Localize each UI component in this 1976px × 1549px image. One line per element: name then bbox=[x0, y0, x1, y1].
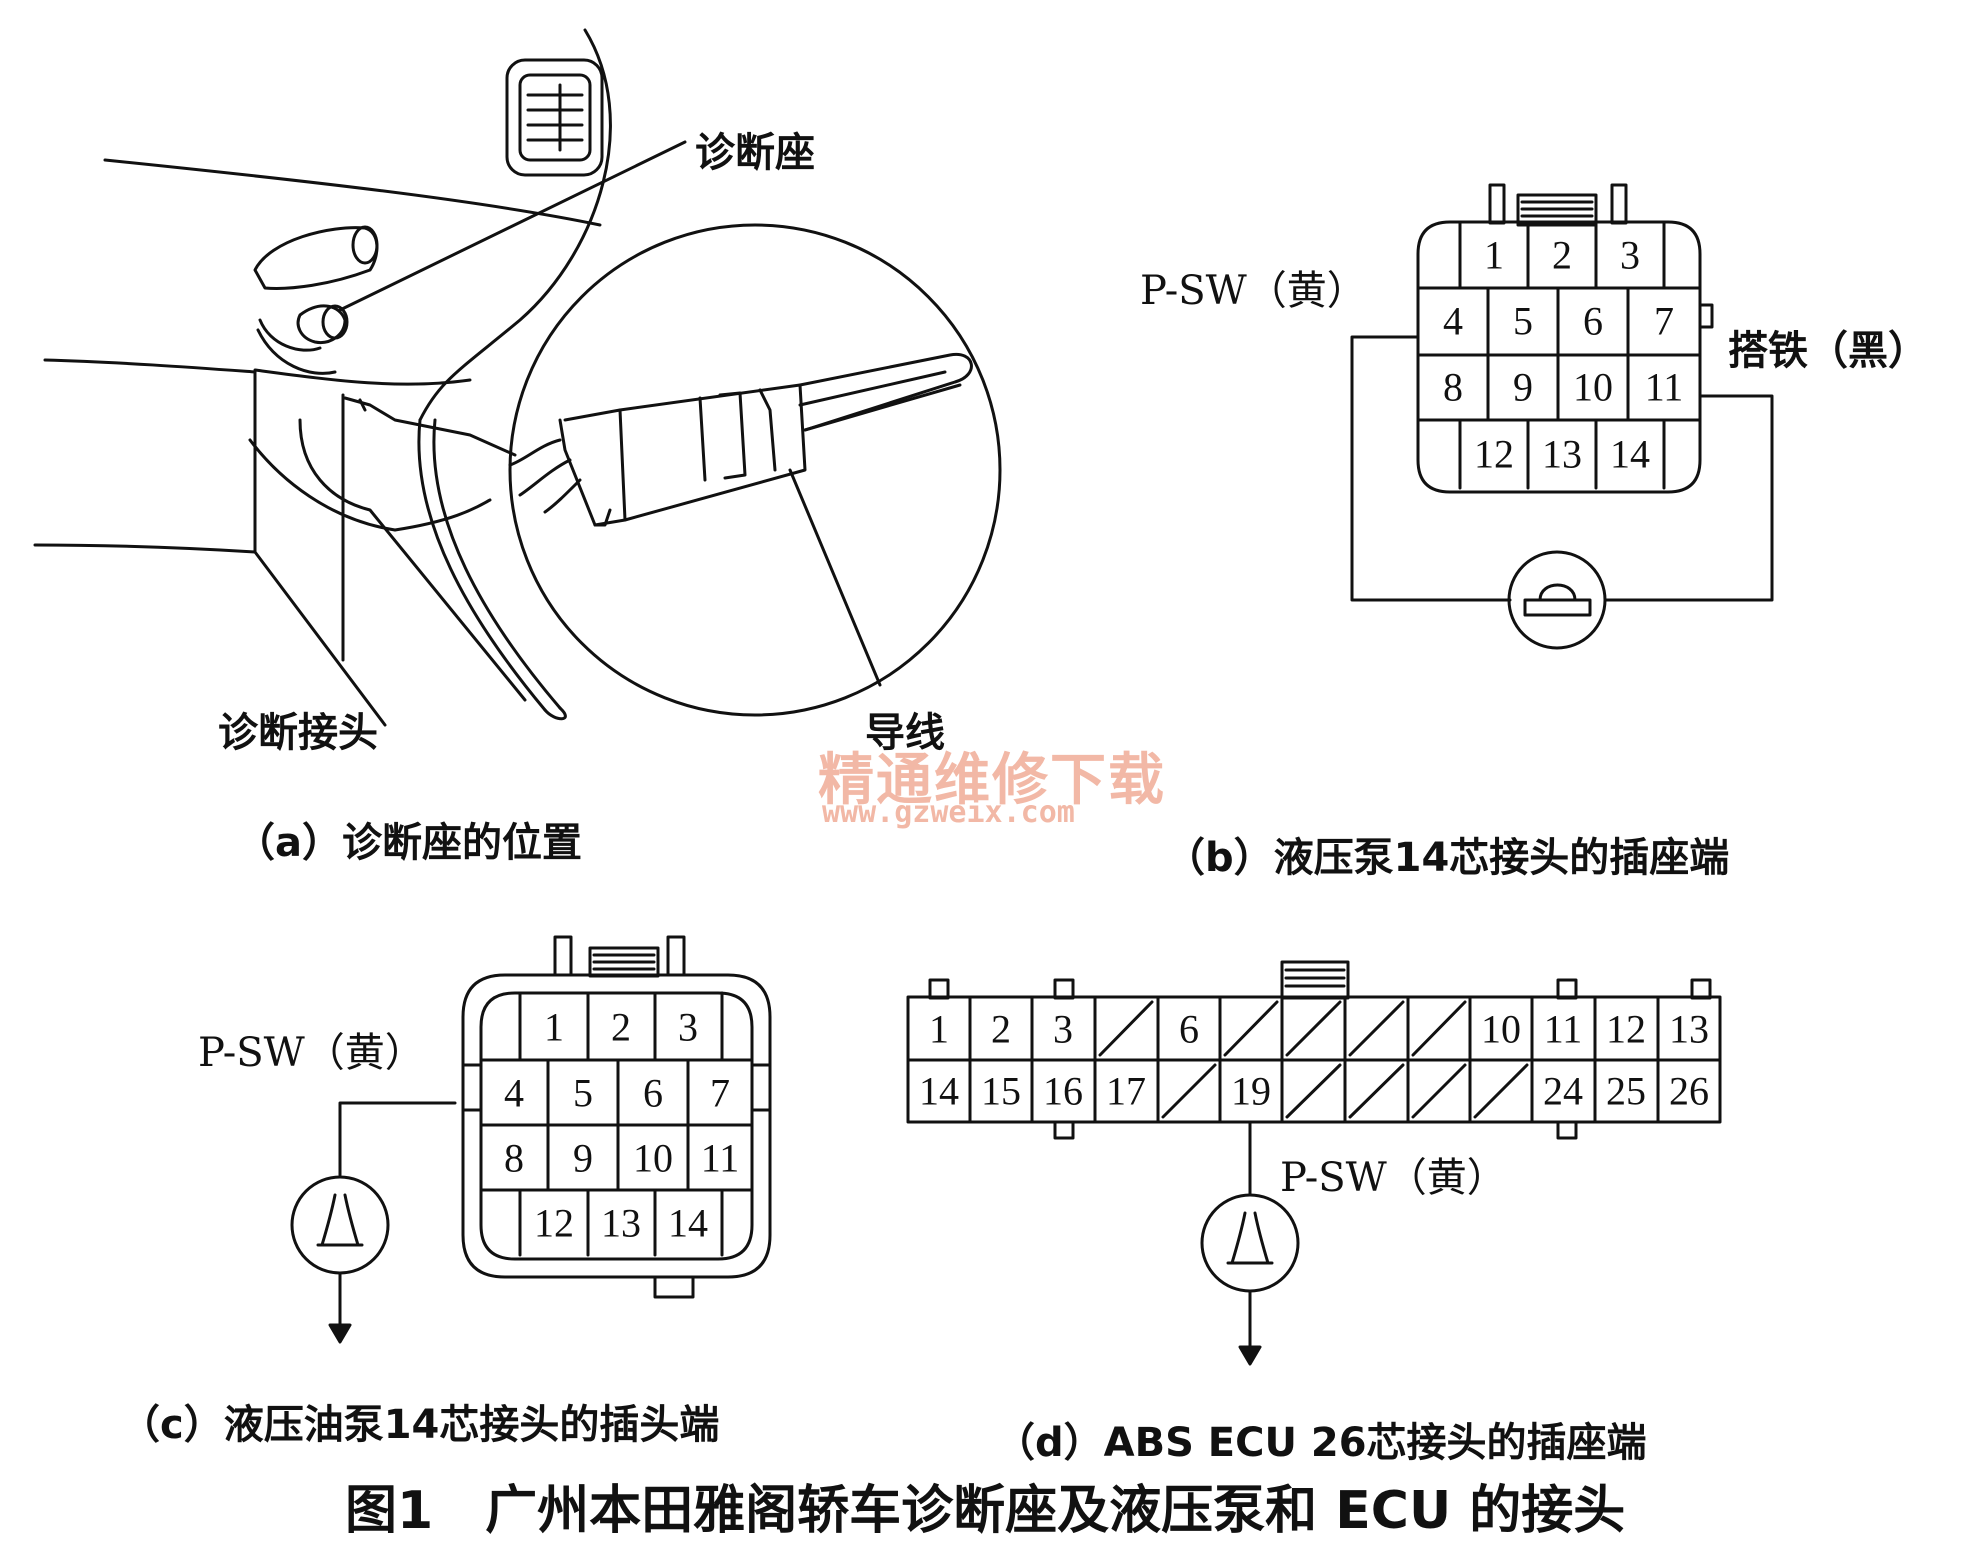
panel-d-pin-26: 26 bbox=[1669, 1069, 1709, 1114]
panel-b-pin-2: 2 bbox=[1552, 233, 1572, 278]
panel-b-pin-11: 11 bbox=[1645, 365, 1684, 410]
label-d-psw: P-SW（黄） bbox=[1280, 1155, 1507, 1201]
label-c-psw: P-SW（黄） bbox=[198, 1030, 425, 1076]
panel-b-pin-9: 9 bbox=[1513, 365, 1533, 410]
panel-d-pin-15: 15 bbox=[981, 1069, 1021, 1114]
panel-b-pin-5: 5 bbox=[1513, 299, 1533, 344]
label-diagnostic-socket: 诊断座 bbox=[695, 130, 815, 176]
panel-d-pin-16: 16 bbox=[1043, 1069, 1083, 1114]
panel-d-pin-25: 25 bbox=[1606, 1069, 1646, 1114]
panel-c-pin-7: 7 bbox=[710, 1071, 730, 1116]
panel-d-connector bbox=[906, 960, 1722, 1366]
panel-d-pin-10: 10 bbox=[1481, 1007, 1521, 1052]
panel-b-pin-6: 6 bbox=[1583, 299, 1603, 344]
panel-d-pin-1: 1 bbox=[929, 1007, 949, 1052]
panel-b-pin-7: 7 bbox=[1654, 299, 1674, 344]
panel-c-pin-13: 13 bbox=[601, 1201, 641, 1246]
panel-c-connector bbox=[290, 935, 772, 1344]
panel-c-pin-9: 9 bbox=[573, 1136, 593, 1181]
panel-b-pin-1: 1 bbox=[1484, 233, 1504, 278]
panel-d-pin-3: 3 bbox=[1053, 1007, 1073, 1052]
panel-b-pin-12: 12 bbox=[1474, 432, 1514, 477]
panel-b-pin-4: 4 bbox=[1443, 299, 1463, 344]
panel-b-connector bbox=[1350, 183, 1774, 650]
label-b-ground: 搭铁（黑） bbox=[1728, 328, 1928, 374]
label-diagnostic-connector: 诊断接头 bbox=[218, 710, 378, 756]
caption-c: （c）液压油泵14芯接头的插头端 bbox=[120, 1402, 720, 1448]
panel-c-pin-8: 8 bbox=[504, 1136, 524, 1181]
caption-d: （d）ABS ECU 26芯接头的插座端 bbox=[995, 1420, 1647, 1466]
panel-b-pin-14: 14 bbox=[1610, 432, 1650, 477]
panel-c-pin-5: 5 bbox=[573, 1071, 593, 1116]
panel-d-pin-13: 13 bbox=[1669, 1007, 1709, 1052]
vehicle-location-drawing bbox=[33, 28, 1002, 727]
panel-c-pin-2: 2 bbox=[611, 1005, 631, 1050]
watermark-url: www.gzweix.com bbox=[822, 795, 1075, 830]
panel-d-pin-24: 24 bbox=[1543, 1069, 1583, 1114]
caption-a: （a）诊断座的位置 bbox=[235, 820, 582, 866]
panel-c-pin-12: 12 bbox=[534, 1201, 574, 1246]
panel-d-pin-19: 19 bbox=[1231, 1069, 1271, 1114]
label-wire: 导线 bbox=[865, 710, 945, 756]
panel-c-pin-4: 4 bbox=[504, 1071, 524, 1116]
panel-c-pin-3: 3 bbox=[678, 1005, 698, 1050]
caption-b: （b）液压泵14芯接头的插座端 bbox=[1165, 835, 1730, 881]
panel-c-pin-11: 11 bbox=[701, 1136, 740, 1181]
panel-c-pin-1: 1 bbox=[544, 1005, 564, 1050]
panel-b-pin-8: 8 bbox=[1443, 365, 1463, 410]
panel-d-pin-6: 6 bbox=[1179, 1007, 1199, 1052]
panel-b-pin-13: 13 bbox=[1542, 432, 1582, 477]
panel-d-pin-11: 11 bbox=[1544, 1007, 1583, 1052]
panel-b-pin-3: 3 bbox=[1620, 233, 1640, 278]
panel-c-pin-10: 10 bbox=[633, 1136, 673, 1181]
panel-d-pin-12: 12 bbox=[1606, 1007, 1646, 1052]
watermark-text: 精通维修下载 bbox=[818, 748, 1166, 813]
panel-d-pin-2: 2 bbox=[991, 1007, 1011, 1052]
panel-d-pin-17: 17 bbox=[1106, 1069, 1146, 1114]
panel-c-pin-6: 6 bbox=[643, 1071, 663, 1116]
panel-d-pin-14: 14 bbox=[919, 1069, 959, 1114]
figure-title: 图1 广州本田雅阁轿车诊断座及液压泵和 ECU 的接头 bbox=[345, 1481, 1626, 1541]
panel-b-pin-10: 10 bbox=[1573, 365, 1613, 410]
label-b-psw: P-SW（黄） bbox=[1140, 268, 1367, 314]
panel-c-pin-14: 14 bbox=[668, 1201, 708, 1246]
